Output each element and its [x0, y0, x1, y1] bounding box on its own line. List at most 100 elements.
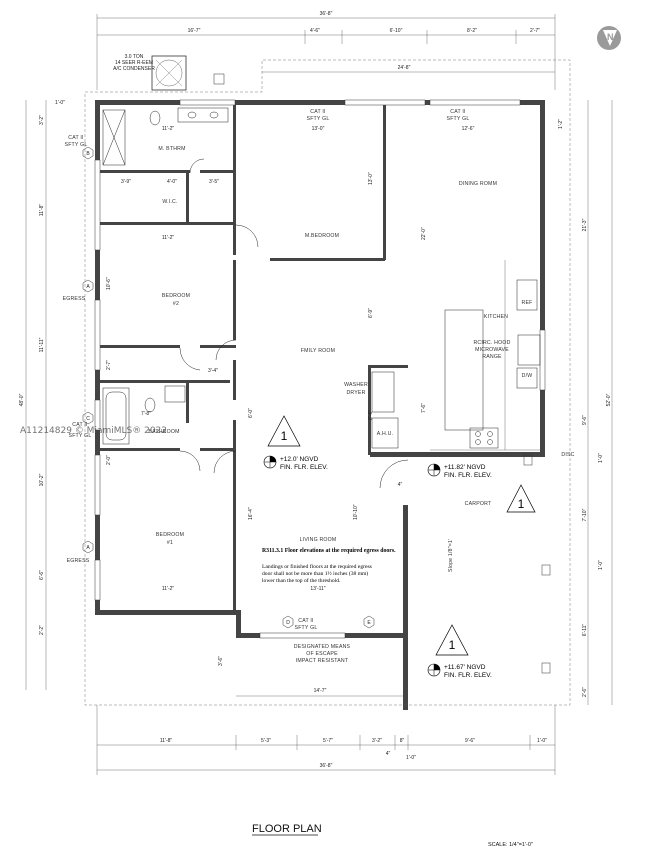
elevation-marker-3: 1 +11.67' NGVD FIN. FLR. ELEV.	[427, 624, 492, 679]
grid-tag-b: B	[86, 151, 90, 157]
hex-tag-icon	[363, 615, 375, 629]
code-note-line-3: lower than the top of the threshold.	[262, 577, 341, 584]
label-dw: D/W	[522, 373, 533, 379]
cat2-left-1: CAT II	[68, 135, 83, 141]
left-dim-5: 10'-2"	[39, 473, 45, 486]
label-m-bedroom: M.BEDROOM	[305, 233, 339, 239]
bottom-dim-small-2: 1'-0"	[406, 755, 416, 761]
elev-tag-2: 1	[518, 497, 525, 511]
dim-top-seg-2: 4'-6"	[310, 28, 320, 34]
cat2-top-right-1: CAT II	[450, 109, 465, 115]
cat2-left-mid-1: CAT II	[72, 422, 87, 428]
bottom-dim-6: 9'-6"	[465, 738, 475, 744]
hex-tag-icon	[82, 540, 94, 554]
label-dryer: DRYER	[346, 390, 365, 396]
idim-9: 22'-0"	[421, 227, 427, 240]
grid-tag-a: A	[86, 284, 90, 290]
label-ref: REF	[522, 300, 533, 306]
idim-7: 11'-2"	[162, 235, 175, 241]
dim-carport-width: 24'-8"	[398, 65, 411, 71]
idim-21: 10'-10"	[353, 504, 359, 520]
dim-top-seg-1: 16'-7"	[188, 28, 201, 34]
label-bedroom2: BEDROOM	[162, 293, 190, 299]
right-dim-2: 21'-3"	[582, 218, 588, 231]
elev-level-2: +11.82' NGVD	[444, 464, 486, 471]
left-dimensions: 48'-0" 3'-2" 1'-0" 11'-8" 11'-11" 10'-2"…	[19, 100, 65, 690]
idim-8: 13'-0"	[368, 172, 374, 185]
label-hood-2: MICROWAVE	[475, 347, 509, 353]
idim-17: 13'-11"	[310, 586, 325, 592]
grid-tags: B A C A D E	[82, 146, 375, 629]
hex-tag-icon	[82, 279, 94, 293]
right-dim-1: 1'-2"	[558, 119, 564, 129]
idim-19: 6'-0"	[248, 408, 254, 418]
bottom-dim-3: 5'-7"	[323, 738, 333, 744]
ac-note-line-1: 3.0 TON	[125, 54, 144, 60]
right-dim-7: 6'-11"	[582, 624, 588, 637]
right-dim-5: 7'-10"	[582, 508, 588, 521]
idim-10: 6'-9"	[368, 308, 374, 318]
idim-6: 3'-5"	[209, 179, 219, 185]
label-egress-upper: EGRESS	[63, 296, 86, 302]
right-dim-8: 2'-6"	[582, 687, 588, 697]
fixtures	[102, 107, 541, 451]
left-dim-6: 6'-6"	[39, 570, 45, 580]
interior-walls	[100, 105, 408, 610]
label-bedroom1-num: #1	[167, 540, 173, 546]
elevation-marker-2: 1 +11.82' NGVD FIN. FLR. ELEV.	[427, 463, 536, 513]
hex-tag-icon	[282, 615, 294, 629]
cat2-bottom-1: CAT II	[298, 618, 313, 624]
idim-13: 3'-4"	[208, 368, 218, 374]
idim-15: 2'-0"	[106, 455, 112, 465]
left-dim-overall: 48'-0"	[19, 393, 25, 406]
idim-25: 4"	[398, 482, 403, 488]
label-egress-lower: EGRESS	[67, 558, 90, 564]
escape-line-3: IMPACT RESISTANT	[296, 658, 349, 664]
elev-level-3: +11.67' NGVD	[444, 664, 486, 671]
label-carport: CARPORT	[465, 501, 492, 507]
idim-22: 8'-6"	[368, 410, 374, 420]
hex-tag-icon	[82, 146, 94, 160]
right-dim-overall: 52'-0"	[606, 393, 612, 406]
code-note-line-1: Landings or finished floors at the requi…	[262, 563, 372, 570]
dim-top-seg-3: 6'-10"	[390, 28, 403, 34]
dim-top-seg-5: 2'-7"	[530, 28, 540, 34]
elev-tag-3: 1	[449, 638, 456, 652]
label-washer: WASHER	[344, 382, 368, 388]
ac-note-line-3: A/C CONDENSER	[113, 66, 155, 72]
bottom-dim-5: 8"	[400, 738, 405, 744]
idim-2: 12'-6"	[462, 126, 475, 132]
cat2-bottom-2: SFTY GL	[295, 625, 318, 631]
grid-tag-c: C	[86, 416, 90, 422]
code-note-heading: R311.3.1 Floor elevations at the require…	[262, 548, 396, 554]
mls-watermark: A11214829 © MiamiMLS® 2022	[20, 426, 167, 436]
cat2-top-center-2: SFTY GL	[307, 116, 330, 122]
code-note: R311.3.1 Floor elevations at the require…	[262, 548, 396, 584]
left-dim-3: 11'-8"	[39, 204, 45, 217]
room-labels: M. BTHRM W.I.C. M.BEDROOM DINING ROMM BE…	[63, 146, 575, 572]
door-swings	[179, 158, 409, 489]
idim-23: 3'-6"	[218, 656, 224, 666]
ac-note-line-2: 14 SEER R-EEM	[115, 60, 153, 66]
idim-11: 10'-6"	[106, 277, 112, 290]
idim-14: 7'-8"	[141, 411, 151, 417]
grid-tag-e: E	[367, 620, 371, 626]
hex-tag-icon	[82, 411, 94, 425]
label-bedroom1: BEDROOM	[156, 532, 184, 538]
left-dim-7: 2'-2"	[39, 625, 45, 635]
bottom-dim-4: 3'-2"	[372, 738, 382, 744]
left-dim-4: 11'-11"	[39, 337, 45, 352]
label-living: LIVING ROOM	[300, 537, 337, 543]
north-arrow-icon: N	[597, 26, 621, 50]
idim-4: 3'-9"	[121, 179, 131, 185]
cat2-top-center-1: CAT II	[310, 109, 325, 115]
right-dim-6: 1'-0"	[598, 560, 604, 570]
ac-condenser: 3.0 TON 14 SEER R-EEM A/C CONDENSER	[113, 54, 225, 91]
dim-top-seg-4: 8'-2"	[467, 28, 477, 34]
right-dimensions: 52'-0" 1'-2" 21'-3" 9'-6" 1'-0" 7'-10" 1…	[523, 100, 613, 705]
windows	[94, 99, 546, 639]
idim-16: 16'-4"	[248, 507, 254, 520]
label-hood-3: RANGE	[482, 354, 502, 360]
code-note-line-2: door shall not be more than 1½ inches (3…	[262, 570, 368, 577]
